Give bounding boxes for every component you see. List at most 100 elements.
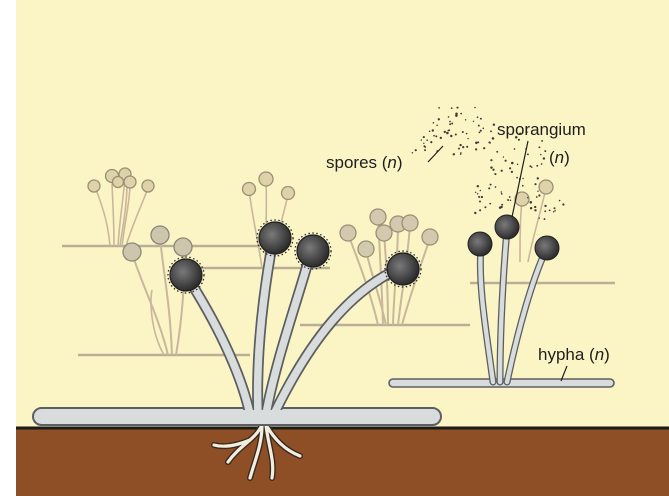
spore-dot	[478, 131, 480, 133]
spore-dot	[554, 210, 556, 212]
spore-dot	[412, 152, 414, 154]
spore-dot	[481, 196, 483, 198]
spore-dot	[440, 137, 442, 139]
spore-dot	[455, 133, 457, 135]
spore-dot	[540, 154, 541, 155]
spore-dot	[503, 156, 504, 157]
spore-dot	[537, 177, 539, 179]
spore-dot	[478, 125, 480, 127]
spore-dot	[511, 162, 514, 165]
spore-dot	[544, 205, 546, 207]
spore-dot	[449, 123, 451, 125]
spore-dot	[534, 209, 536, 211]
spore-dot	[474, 212, 476, 214]
spore-dot	[433, 122, 435, 124]
spore-dot	[482, 127, 484, 129]
spore-dot	[451, 107, 453, 109]
spore-dot	[477, 141, 479, 143]
spore-dot	[509, 167, 511, 169]
spore-dot	[480, 130, 482, 132]
spore-dot	[534, 183, 536, 185]
spore-dot	[438, 118, 440, 120]
spore-dot	[415, 149, 417, 151]
spore-dot	[554, 207, 556, 209]
spore-dot	[501, 204, 503, 206]
spore-dot	[492, 169, 494, 171]
soil-layer	[16, 428, 669, 496]
spore-dot	[499, 206, 502, 209]
spore-dot	[509, 196, 511, 198]
spore-dot	[477, 116, 479, 118]
spore-dot	[444, 131, 446, 133]
spore-dot	[447, 130, 449, 132]
sporangium-right-3	[535, 236, 559, 260]
spore-dot	[562, 203, 564, 205]
spore-dot	[453, 153, 455, 155]
spore-dot	[477, 185, 479, 187]
spore-dot	[423, 143, 424, 144]
spore-dot	[522, 178, 523, 179]
spore-dot	[559, 200, 561, 202]
spore-dot	[490, 184, 492, 186]
spore-dot	[544, 150, 546, 152]
spore-dot	[473, 121, 474, 122]
spore-dot	[538, 194, 540, 196]
spore-dot	[451, 123, 453, 125]
spore-dot	[446, 132, 449, 135]
spore-dot	[426, 139, 428, 141]
spore-dot	[479, 201, 481, 203]
spore-dot	[538, 146, 540, 148]
label-spores: spores (n)	[326, 153, 403, 172]
spore-dot	[518, 139, 520, 141]
spore-dot	[429, 131, 431, 133]
spore-dot	[462, 146, 464, 148]
spore-dot	[458, 148, 460, 150]
spore-dot	[544, 158, 546, 160]
spore-dot	[510, 200, 512, 202]
spore-dot	[516, 177, 518, 179]
spore-dot	[489, 142, 491, 144]
spore-dot	[433, 135, 435, 137]
spore-dot	[474, 107, 476, 109]
spore-dot	[430, 141, 432, 143]
spore-dot	[553, 211, 555, 213]
spore-dot	[488, 187, 490, 189]
spore-dot	[536, 165, 538, 167]
spore-dot	[424, 149, 426, 151]
spore-dot	[511, 171, 513, 173]
spore-dot	[527, 153, 529, 155]
spore-dot	[490, 130, 492, 132]
spore-dot	[544, 218, 546, 220]
spore-dot	[537, 190, 538, 191]
spore-dot	[436, 125, 438, 127]
spore-dot	[432, 129, 434, 131]
spore-dot	[530, 207, 532, 209]
spore-dot	[501, 193, 503, 195]
spore-dot	[501, 191, 503, 193]
spore-dot	[475, 148, 477, 150]
spore-dot	[460, 153, 462, 155]
spore-dot	[477, 193, 479, 195]
spore-dot	[544, 210, 546, 212]
spore-dot	[536, 196, 538, 198]
spore-dot	[459, 144, 461, 146]
spore-dot	[435, 135, 437, 137]
spore-dot	[480, 190, 482, 192]
spore-dot	[475, 192, 476, 193]
spore-dot	[549, 210, 551, 212]
spore-dot	[449, 121, 451, 123]
spore-dot	[438, 107, 440, 109]
spore-dot	[460, 113, 462, 115]
spore-dot	[424, 146, 426, 148]
spore-dot	[531, 166, 533, 168]
spore-dot	[522, 185, 524, 187]
spore-dot	[467, 138, 468, 139]
spore-dot	[514, 148, 516, 150]
spore-dot	[534, 206, 536, 208]
spore-dot	[538, 217, 539, 218]
spore-dot	[455, 113, 458, 116]
spore-dot	[507, 199, 509, 201]
sporangium-right-1	[468, 232, 492, 256]
spore-dot	[448, 116, 450, 118]
